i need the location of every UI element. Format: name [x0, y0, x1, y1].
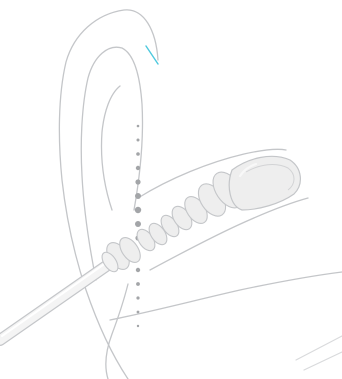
ear-lobe-outline: [106, 284, 128, 379]
earplug-tip: [229, 156, 300, 210]
insertion-guide-dots: [135, 125, 141, 327]
ear-inner-fold: [101, 86, 120, 210]
ear-neck-line: [110, 272, 342, 320]
earplug-cord: [0, 260, 112, 340]
earplug-stem: [102, 167, 249, 274]
neck-shadow-line-2: [304, 352, 342, 370]
neck-shadow-line-1: [296, 336, 342, 360]
